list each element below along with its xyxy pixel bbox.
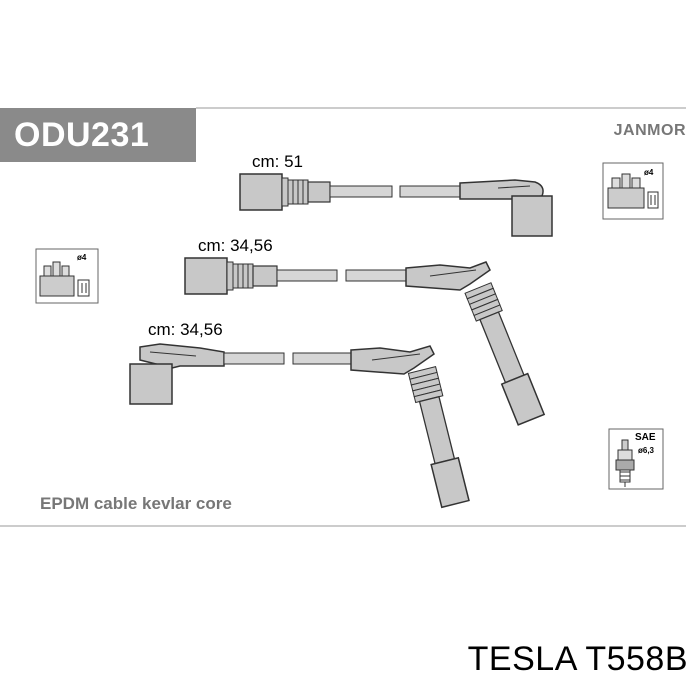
distributor-cap-icon-left: [35, 248, 99, 304]
cable-1-straight-boot: [239, 173, 283, 211]
cable-2: [184, 257, 546, 426]
cable-2-wire-a: [276, 269, 338, 282]
cable-3-angled-boot-right: [350, 345, 435, 375]
cable-2-angled-boot: [405, 261, 491, 291]
cable-3-wire-b: [292, 352, 352, 365]
spark-plug-diameter: ø6,3: [638, 446, 655, 455]
cable-2-wire-b: [345, 269, 407, 282]
product-caption: TESLA T558B: [467, 640, 688, 678]
cable-1: [239, 173, 553, 237]
cable-1-wire-b: [399, 185, 461, 198]
spark-plug-standard: SAE: [635, 432, 656, 443]
distributor-cap-icon-right: [602, 162, 664, 220]
cable-1-length-label: cm: 51: [252, 152, 304, 171]
cable-3-angled-boot-left: [139, 343, 225, 369]
spark-plug-icon: [608, 428, 664, 490]
cable-3-wire-a: [223, 352, 285, 365]
cable-1-wire-a: [329, 185, 393, 198]
cable-1-boot-ribs: [287, 179, 309, 205]
cable-2-straight-boot: [184, 257, 228, 295]
distributor-cap-left-diameter: ø4: [77, 253, 87, 262]
cable-2-length-label: cm: 34,56: [198, 236, 273, 255]
distributor-cap-right-diameter: ø4: [644, 168, 654, 177]
brand-name: JANMOR: [613, 122, 686, 139]
cable-3: [129, 343, 470, 509]
part-code-badge: ODU231: [0, 108, 196, 162]
material-note: EPDM cable kevlar core: [40, 494, 232, 513]
cable-3-length-label: cm: 34,56: [148, 320, 223, 339]
